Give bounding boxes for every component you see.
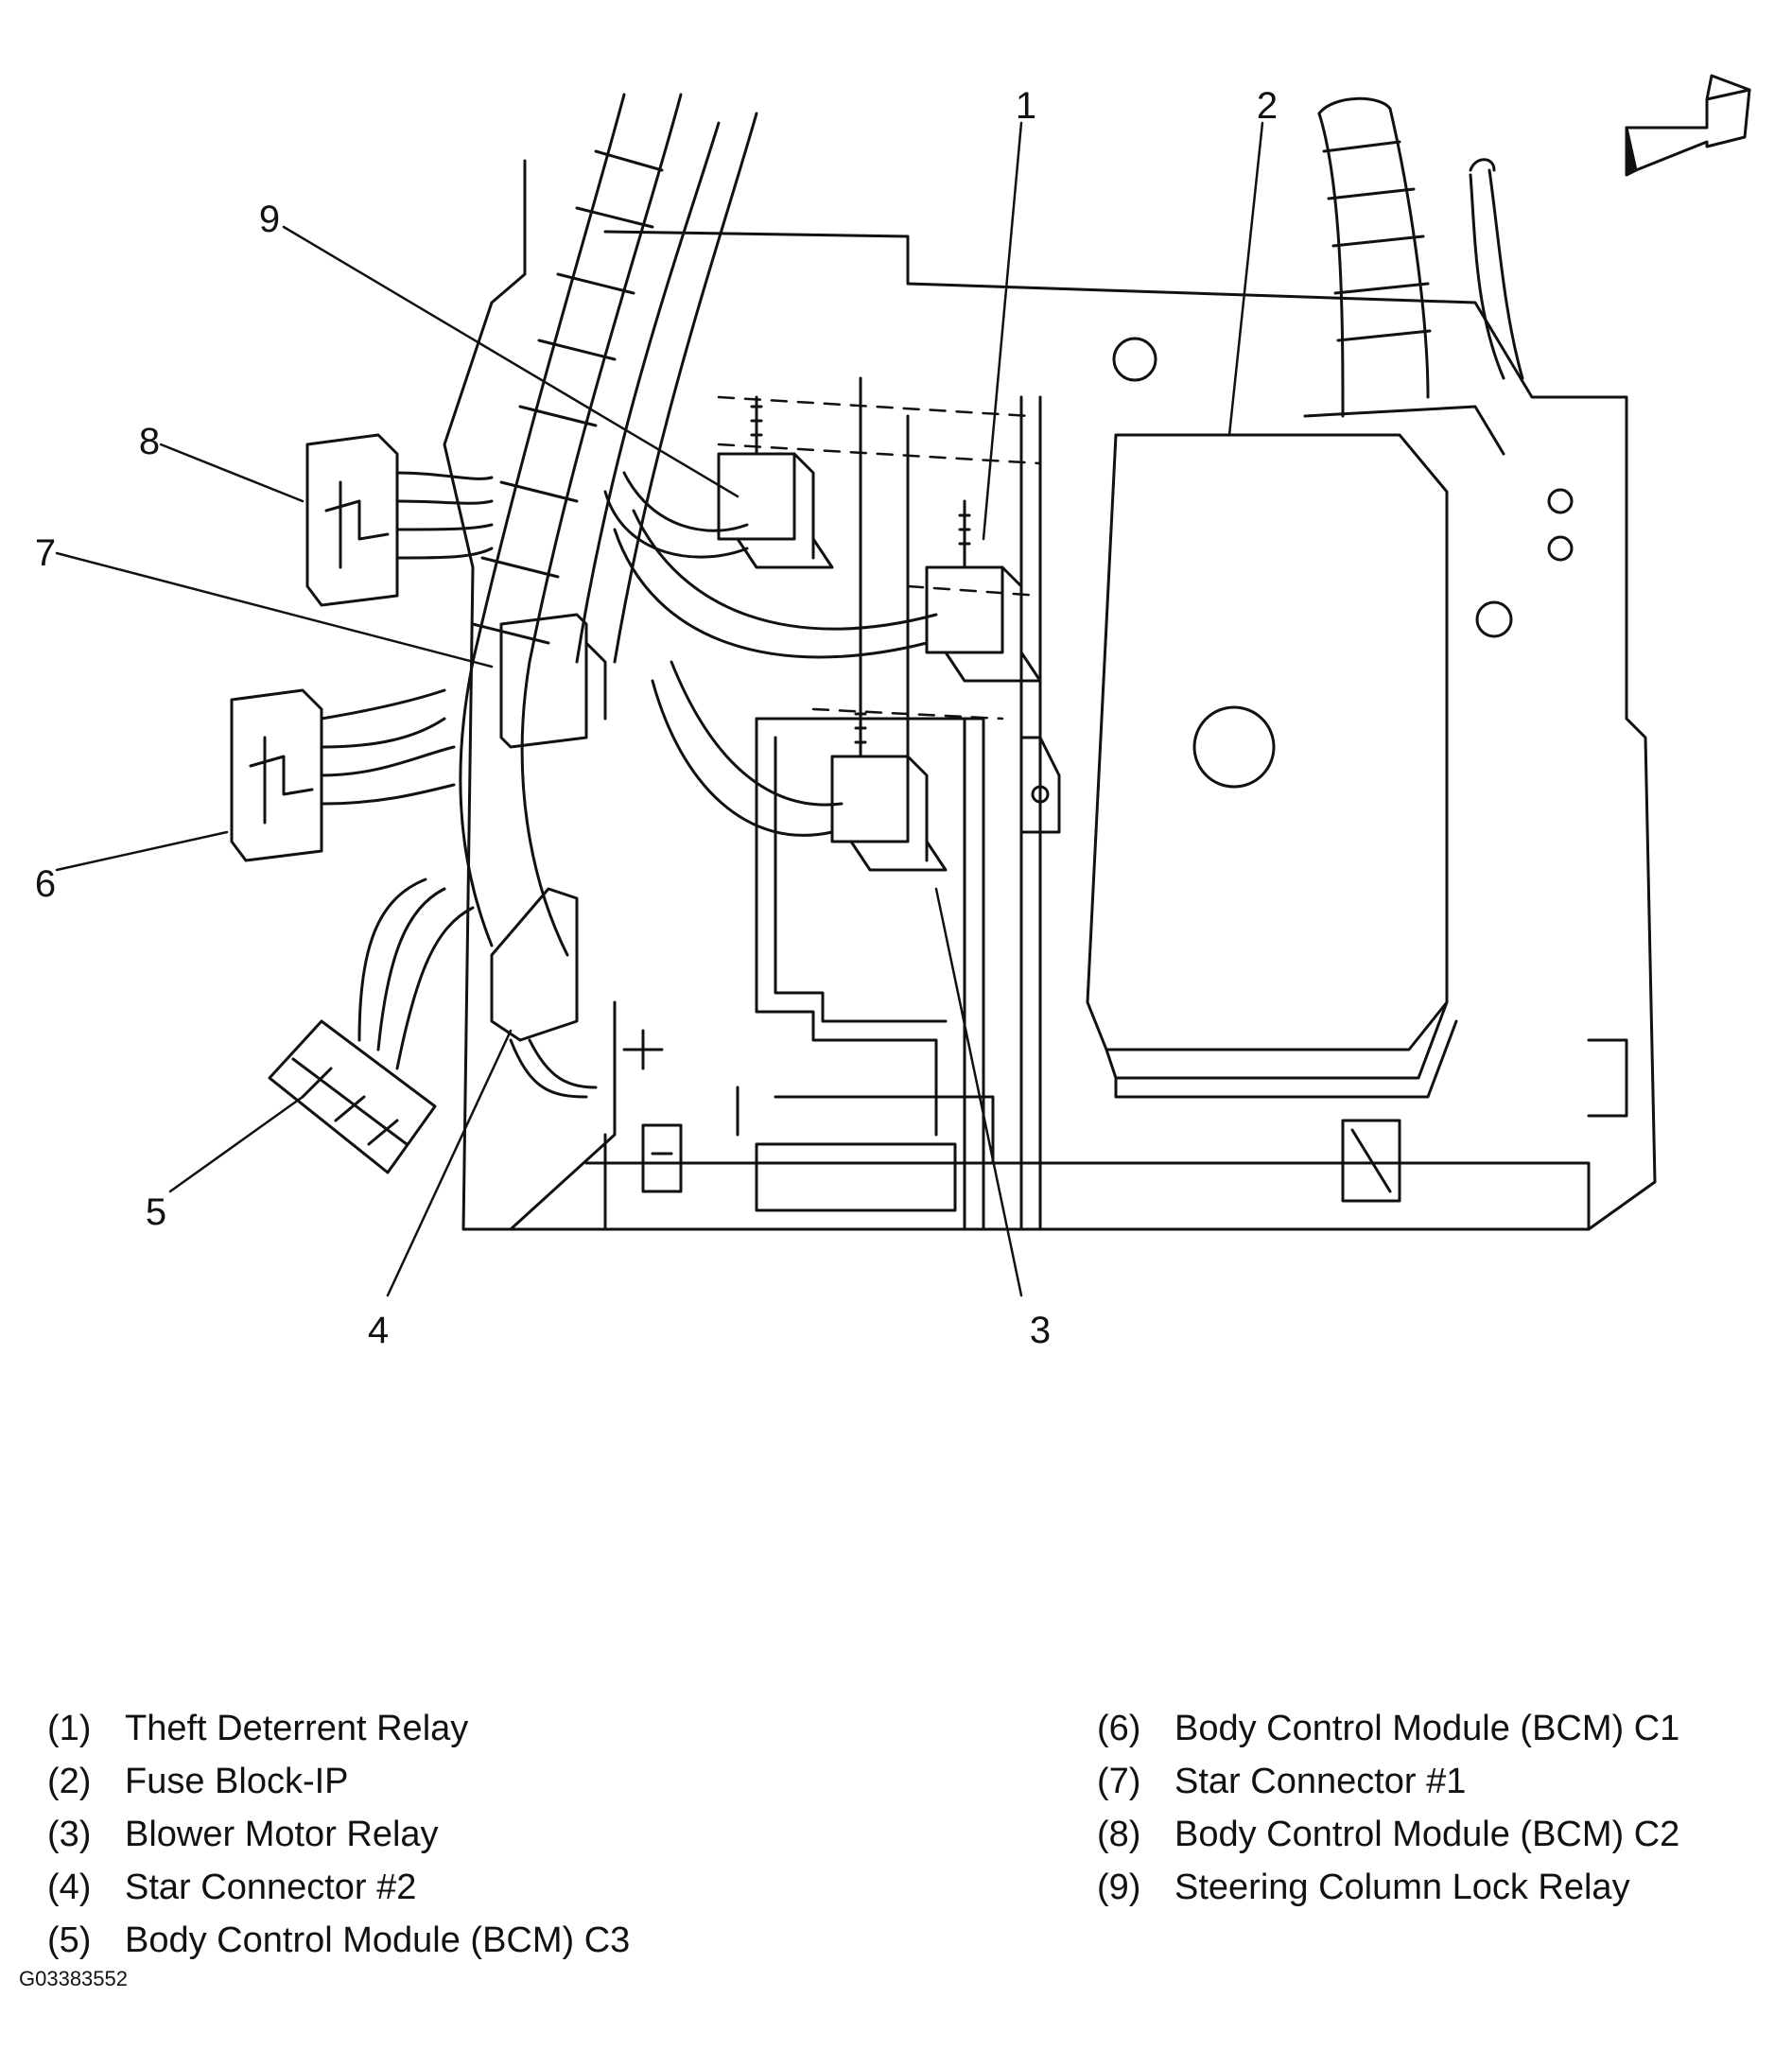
legend-number: (4) bbox=[47, 1868, 92, 1907]
legend-label: Body Control Module (BCM) C3 bbox=[125, 1920, 631, 1960]
relay-blower-motor bbox=[830, 376, 948, 872]
legend-number: (1) bbox=[47, 1709, 92, 1748]
arrow-icon bbox=[1625, 74, 1751, 177]
legend-number: (9) bbox=[1097, 1868, 1141, 1907]
star-connector-1 bbox=[499, 613, 607, 749]
legend-item: (2) Fuse Block-IP bbox=[47, 1755, 630, 1808]
legend-number: (3) bbox=[47, 1815, 92, 1854]
callout-labels: 1 2 3 4 5 6 7 8 9 bbox=[35, 85, 1278, 1351]
relay-wiring bbox=[603, 471, 938, 837]
connector-bcm-c3 bbox=[268, 877, 475, 1174]
relay-steering-lock bbox=[717, 395, 834, 569]
callout-4: 4 bbox=[368, 1310, 389, 1351]
legend-label: Star Connector #2 bbox=[125, 1868, 417, 1907]
legend-number: (6) bbox=[1097, 1709, 1141, 1748]
callout-8: 8 bbox=[139, 421, 160, 462]
harness-main bbox=[459, 93, 758, 957]
callout-9: 9 bbox=[259, 199, 280, 240]
legend-label: Steering Column Lock Relay bbox=[1174, 1868, 1630, 1907]
star-connector-2 bbox=[490, 887, 598, 1099]
legend-left-column: (1) Theft Deterrent Relay (2) Fuse Block-I… bbox=[47, 1702, 630, 1967]
callout-1: 1 bbox=[1016, 85, 1036, 127]
legend-item: (3) Blower Motor Relay bbox=[47, 1808, 630, 1861]
leader-lines bbox=[55, 121, 1264, 1297]
legend-item: (7) Star Connector #1 bbox=[1097, 1755, 1679, 1808]
legend-label: Body Control Module (BCM) C1 bbox=[1174, 1709, 1680, 1748]
legend-label: Star Connector #1 bbox=[1174, 1762, 1467, 1801]
legend-item: (9) Steering Column Lock Relay bbox=[1097, 1861, 1679, 1914]
legend-item: (4) Star Connector #2 bbox=[47, 1861, 630, 1914]
fuse-block bbox=[1086, 405, 1505, 1099]
callout-6: 6 bbox=[35, 863, 56, 905]
legend-number: (8) bbox=[1097, 1815, 1141, 1854]
legend-item: (6) Body Control Module (BCM) C1 bbox=[1097, 1702, 1679, 1755]
legend-number: (2) bbox=[47, 1762, 92, 1801]
legend-item: (5) Body Control Module (BCM) C3 bbox=[47, 1914, 630, 1967]
callout-5: 5 bbox=[146, 1191, 166, 1233]
legend-number: (5) bbox=[47, 1920, 92, 1960]
figure-id: G03383552 bbox=[19, 1967, 128, 1990]
legend-label: Blower Motor Relay bbox=[125, 1815, 439, 1854]
legend-item: (1) Theft Deterrent Relay bbox=[47, 1702, 630, 1755]
legend-right-column: (6) Body Control Module (BCM) C1 (7) Star … bbox=[1097, 1702, 1679, 1914]
connector-bcm-c2 bbox=[305, 433, 494, 607]
callout-7: 7 bbox=[35, 532, 56, 574]
harness-upper-right bbox=[1317, 96, 1524, 418]
callout-3: 3 bbox=[1030, 1310, 1051, 1351]
dash-panel bbox=[443, 159, 1657, 1231]
component-locator-diagram: 1 2 3 4 5 6 7 8 9 bbox=[35, 74, 1751, 1351]
legend-item: (8) Body Control Module (BCM) C2 bbox=[1097, 1808, 1679, 1861]
callout-2: 2 bbox=[1257, 85, 1278, 127]
legend-label: Fuse Block-IP bbox=[125, 1762, 349, 1801]
legend-label: Body Control Module (BCM) C2 bbox=[1174, 1815, 1680, 1854]
relay-theft-deterrent bbox=[925, 499, 1042, 683]
ground-bracket bbox=[1019, 736, 1061, 834]
legend-number: (7) bbox=[1097, 1762, 1141, 1801]
legend-label: Theft Deterrent Relay bbox=[125, 1709, 469, 1748]
connector-bcm-c1 bbox=[230, 688, 456, 862]
